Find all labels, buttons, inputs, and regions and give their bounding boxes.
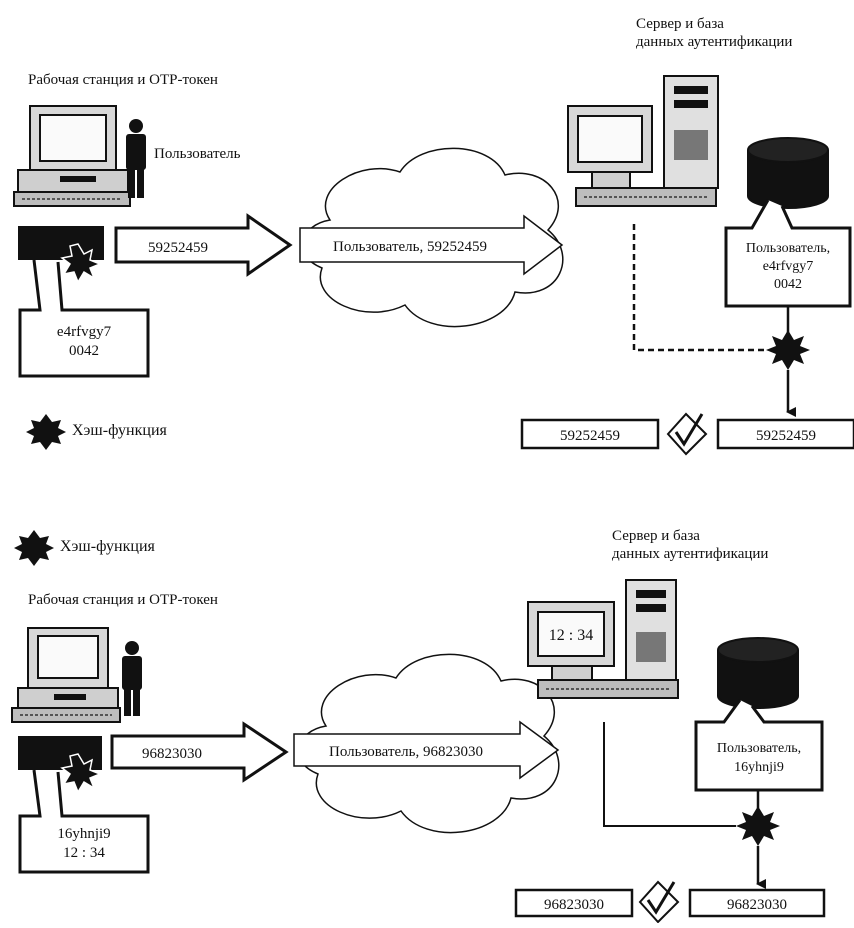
database-icon-2 bbox=[717, 637, 799, 709]
otp-value-label: 59252459 bbox=[148, 240, 208, 256]
db-record-line2-2: 16yhnji9 bbox=[734, 760, 784, 775]
otp-value-label-2: 96823030 bbox=[142, 746, 202, 762]
workstation-computer-icon-2 bbox=[11, 627, 121, 723]
db-record-line1: Пользователь, bbox=[746, 241, 830, 256]
match-check-icon bbox=[666, 412, 708, 456]
otp-arrow-2 bbox=[110, 721, 289, 783]
diagram-2: 16yhnji9 12 : 34 96823030 Пользователь, … bbox=[11, 530, 826, 924]
db-record-line3: 0042 bbox=[774, 277, 802, 292]
legend-hash-icon bbox=[26, 414, 66, 450]
server-label-line1: Сервер и база bbox=[636, 16, 724, 32]
workstation-computer-icon bbox=[13, 105, 131, 207]
user-figure-icon bbox=[126, 119, 146, 198]
server-clock-display: 12 : 34 bbox=[549, 627, 593, 644]
server-label-line2-2: данных аутентификации bbox=[612, 546, 769, 562]
server-time-connector bbox=[632, 224, 764, 352]
server-hash-icon-2 bbox=[736, 806, 780, 846]
message-label-2: Пользователь, 96823030 bbox=[329, 744, 483, 760]
token-secret-line2-2: 12 : 34 bbox=[63, 845, 105, 861]
user-label: Пользователь bbox=[154, 146, 241, 162]
compare-left-value-2: 96823030 bbox=[544, 897, 604, 913]
message-label: Пользователь, 59252459 bbox=[333, 239, 487, 255]
workstation-label-2: Рабочая станция и OTP-токен bbox=[28, 592, 218, 608]
diagram-1: e4rfvgy7 0042 59252459 Пользователь, 592… bbox=[13, 75, 854, 456]
server-label-line2: данных аутентификации bbox=[636, 34, 793, 50]
server-label-line1-2: Сервер и база bbox=[612, 528, 700, 544]
compare-right-value-2: 96823030 bbox=[727, 897, 787, 913]
token-secret-callout-2 bbox=[18, 769, 150, 874]
token-secret-line1-2: 16yhnji9 bbox=[57, 826, 110, 842]
database-icon bbox=[747, 137, 829, 209]
compare-right-box-2 bbox=[688, 888, 826, 918]
db-record-line2: e4rfvgy7 bbox=[763, 259, 814, 274]
server-time-connector-2 bbox=[603, 722, 736, 827]
message-arrow bbox=[299, 214, 564, 276]
compare-left-box-2 bbox=[514, 888, 634, 918]
otp-token-icon bbox=[18, 226, 104, 284]
server-computer-icon-2 bbox=[527, 579, 679, 699]
compare-right-box bbox=[716, 418, 854, 450]
db-record-line1-2: Пользователь, bbox=[717, 741, 801, 756]
token-secret-line2: 0042 bbox=[69, 343, 99, 359]
compare-left-box bbox=[520, 418, 660, 450]
legend-hash-icon-2 bbox=[14, 530, 54, 566]
workstation-label: Рабочая станция и OTP-токен bbox=[28, 72, 218, 88]
server-computer-icon bbox=[567, 75, 719, 207]
server-hash-icon bbox=[766, 330, 810, 370]
token-secret-callout bbox=[18, 259, 150, 378]
compare-right-value: 59252459 bbox=[756, 428, 816, 444]
otp-arrow bbox=[114, 213, 293, 277]
token-secret-line1: e4rfvgy7 bbox=[57, 324, 112, 340]
message-arrow-2 bbox=[293, 720, 560, 780]
match-check-icon-2 bbox=[638, 880, 680, 924]
otp-token-icon-2 bbox=[18, 736, 103, 794]
hash-legend-label-2: Хэш-функция bbox=[60, 538, 155, 555]
user-figure-icon-2 bbox=[122, 641, 142, 716]
compare-left-value: 59252459 bbox=[560, 428, 620, 444]
hash-legend-label: Хэш-функция bbox=[72, 422, 167, 439]
